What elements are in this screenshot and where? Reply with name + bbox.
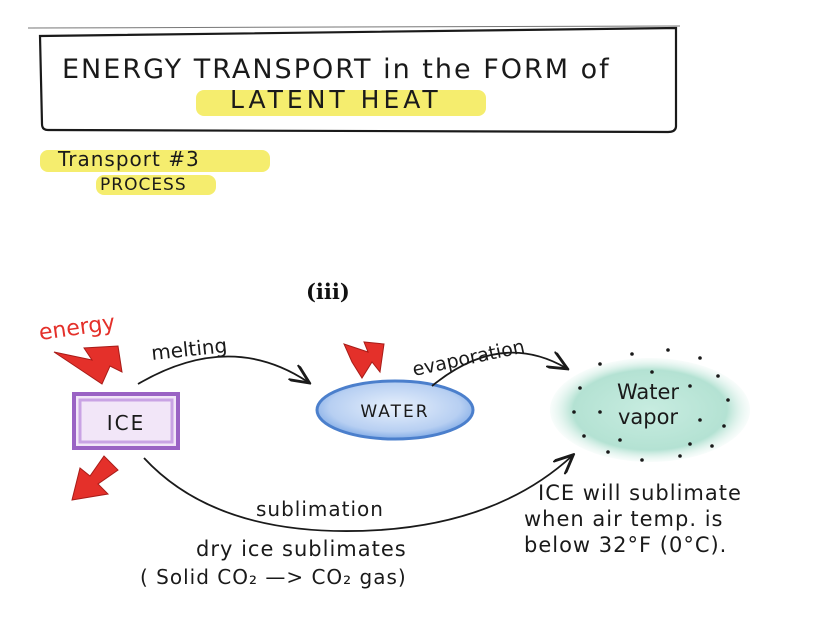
dry-ice-note-line-1: dry ice sublimates	[196, 537, 407, 561]
sublimation-label: sublimation	[256, 497, 384, 521]
water-ellipse	[315, 379, 475, 441]
ice-node: ICE	[72, 392, 180, 450]
subtitle-block: Transport #3 PROCESS	[40, 147, 270, 195]
title-line-2: LATENT HEAT	[230, 85, 442, 114]
sublimation-arrow	[143, 456, 572, 532]
title-box: ENERGY TRANSPORT in the FORM of LATENT H…	[27, 25, 681, 134]
subtitle-line-1: Transport #3	[57, 147, 200, 171]
energy-arrow-bottom-left	[71, 455, 119, 501]
vapor-dots	[572, 348, 730, 462]
ice-label: ICE	[107, 411, 146, 435]
ice-note-line-3: below 32°F (0°C).	[524, 533, 727, 557]
water-node: WATER	[315, 379, 475, 441]
evaporation-label: evaporation	[410, 336, 526, 381]
subtitle-highlight-1	[40, 150, 270, 172]
ice-box	[72, 392, 180, 450]
dry-ice-note-line-2: ( Solid CO₂ —> CO₂ gas)	[140, 565, 407, 589]
energy-arrow-water	[343, 341, 385, 379]
water-label: WATER	[360, 402, 429, 422]
evaporation-arrow	[431, 353, 566, 387]
diagram-marker: (iii)	[306, 279, 350, 304]
title-highlight	[196, 90, 486, 116]
ice-note-line-2: when air temp. is	[524, 507, 723, 531]
title-line-1: ENERGY TRANSPORT in the FORM of	[62, 54, 611, 85]
energy-arrow-top-left	[53, 345, 123, 385]
ice-note-line-1: ICE will sublimate	[538, 481, 742, 505]
subtitle-highlight-2	[96, 175, 216, 195]
vapor-label-line-1: Water	[617, 380, 679, 404]
vapor-node: Water vapor	[550, 348, 750, 462]
melting-arrow	[137, 355, 308, 384]
energy-label: energy	[37, 311, 116, 346]
vapor-cloud	[550, 358, 750, 462]
subtitle-line-2: PROCESS	[100, 175, 187, 195]
vapor-label-line-2: vapor	[618, 405, 678, 429]
melting-label: melting	[150, 333, 228, 365]
